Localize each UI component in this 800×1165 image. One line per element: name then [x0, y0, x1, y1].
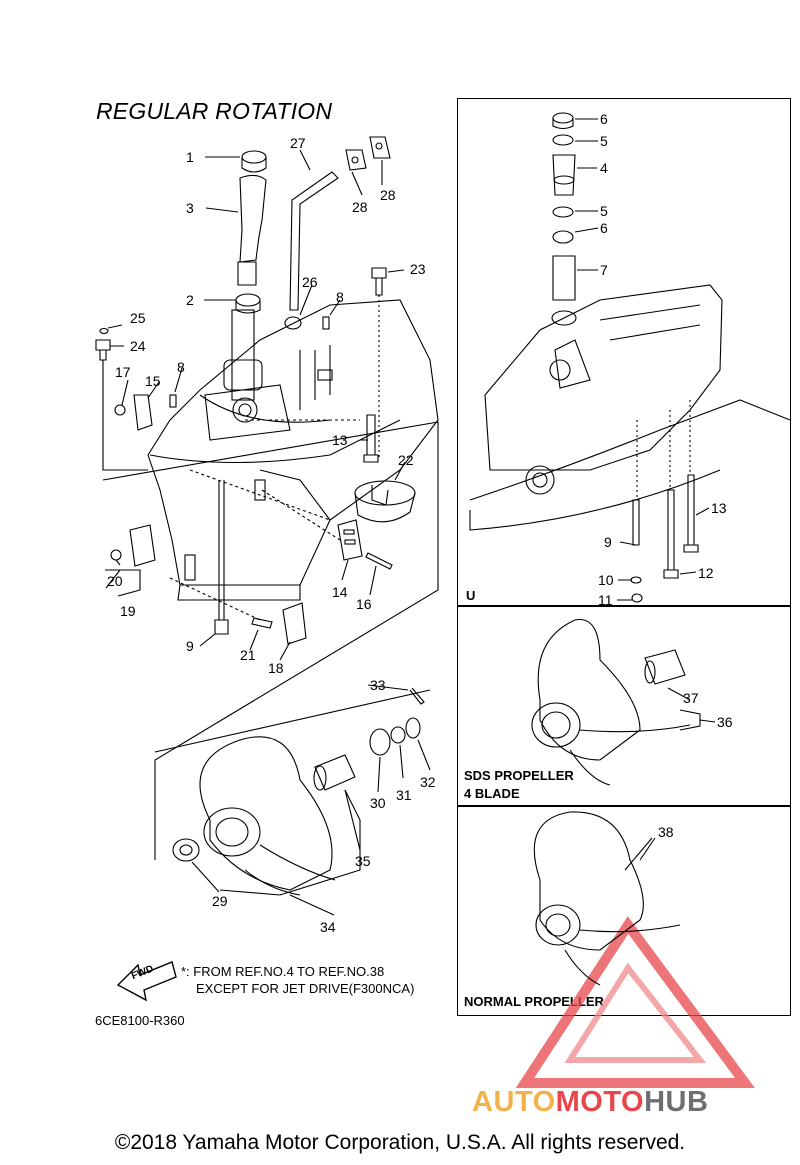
callout-28a: 28 [352, 199, 368, 215]
callout-13b: 13 [711, 500, 727, 516]
watermark-part-moto: MOTO [555, 1086, 645, 1118]
note-line1: *: FROM REF.NO.4 TO REF.NO.38 [181, 964, 385, 979]
callout-8b: 8 [336, 289, 344, 305]
callout-27: 27 [290, 135, 306, 151]
callout-12: 12 [698, 565, 714, 581]
note-line2: EXCEPT FOR JET DRIVE(F300NCA) [196, 981, 415, 996]
panel-u-label: U [466, 588, 476, 603]
u-casing [484, 284, 723, 471]
callout-10: 10 [598, 572, 614, 588]
watermark-logo-text: AUTOMOTOHUB [472, 1086, 708, 1119]
watermark-logo-triangle [515, 916, 755, 1088]
callout-2: 2 [186, 292, 194, 308]
drawing-code: 6CE8100-R360 [95, 1013, 185, 1028]
panel-sds-propeller [457, 606, 791, 806]
callout-6b: 6 [600, 220, 608, 236]
propeller-sds [537, 618, 641, 761]
callout-21: 21 [240, 647, 256, 663]
callout-15: 15 [145, 373, 161, 389]
panel-sds-label-line1: SDS PROPELLER [464, 768, 574, 783]
callout-8a: 8 [177, 359, 185, 375]
callout-24: 24 [130, 338, 146, 354]
panel-normal-label: NORMAL PROPELLER [464, 994, 604, 1009]
callout-3: 3 [186, 200, 194, 216]
callout-16: 16 [356, 596, 372, 612]
propeller-main [199, 736, 333, 891]
callout-17: 17 [115, 364, 131, 380]
callout-7: 7 [600, 262, 608, 278]
callout-37: 37 [683, 690, 699, 706]
callout-36: 36 [717, 714, 733, 730]
callout-32: 32 [420, 774, 436, 790]
callout-9b: 9 [604, 534, 612, 550]
callout-13a: 13 [332, 432, 348, 448]
callout-31: 31 [396, 787, 412, 803]
callout-22: 22 [398, 452, 414, 468]
fwd-arrow [116, 961, 177, 1002]
callout-38: 38 [658, 824, 674, 840]
callout-20: 20 [107, 573, 123, 589]
panel-u [457, 98, 791, 606]
callout-11: 11 [598, 592, 613, 608]
callout-25: 25 [130, 310, 146, 326]
callout-5b: 5 [600, 203, 608, 219]
callout-19: 19 [120, 603, 136, 619]
callout-1: 1 [186, 149, 194, 165]
callout-29: 29 [212, 893, 228, 909]
lower-casing [147, 299, 439, 586]
callout-23: 23 [410, 261, 426, 277]
panel-sds-label-line2: 4 BLADE [464, 786, 520, 801]
callout-33: 33 [370, 677, 386, 693]
diagram-title: REGULAR ROTATION [96, 98, 333, 124]
copyright-footer: ©2018 Yamaha Motor Corporation, U.S.A. A… [114, 1131, 686, 1154]
callout-9a: 9 [186, 638, 194, 654]
callout-35: 35 [355, 853, 371, 869]
propeller-normal [533, 811, 644, 951]
callout-18: 18 [268, 660, 284, 676]
callout-28b: 28 [380, 187, 396, 203]
panel-normal-propeller [457, 806, 791, 1016]
watermark-part-auto: AUTO [472, 1086, 556, 1118]
callout-26: 26 [302, 274, 318, 290]
watermark-part-hub: HUB [644, 1086, 709, 1118]
callout-14: 14 [332, 584, 348, 600]
callout-6a: 6 [600, 111, 608, 127]
callout-34: 34 [320, 919, 336, 935]
callout-4: 4 [600, 160, 608, 176]
callout-5a: 5 [600, 133, 608, 149]
callout-30: 30 [370, 795, 386, 811]
